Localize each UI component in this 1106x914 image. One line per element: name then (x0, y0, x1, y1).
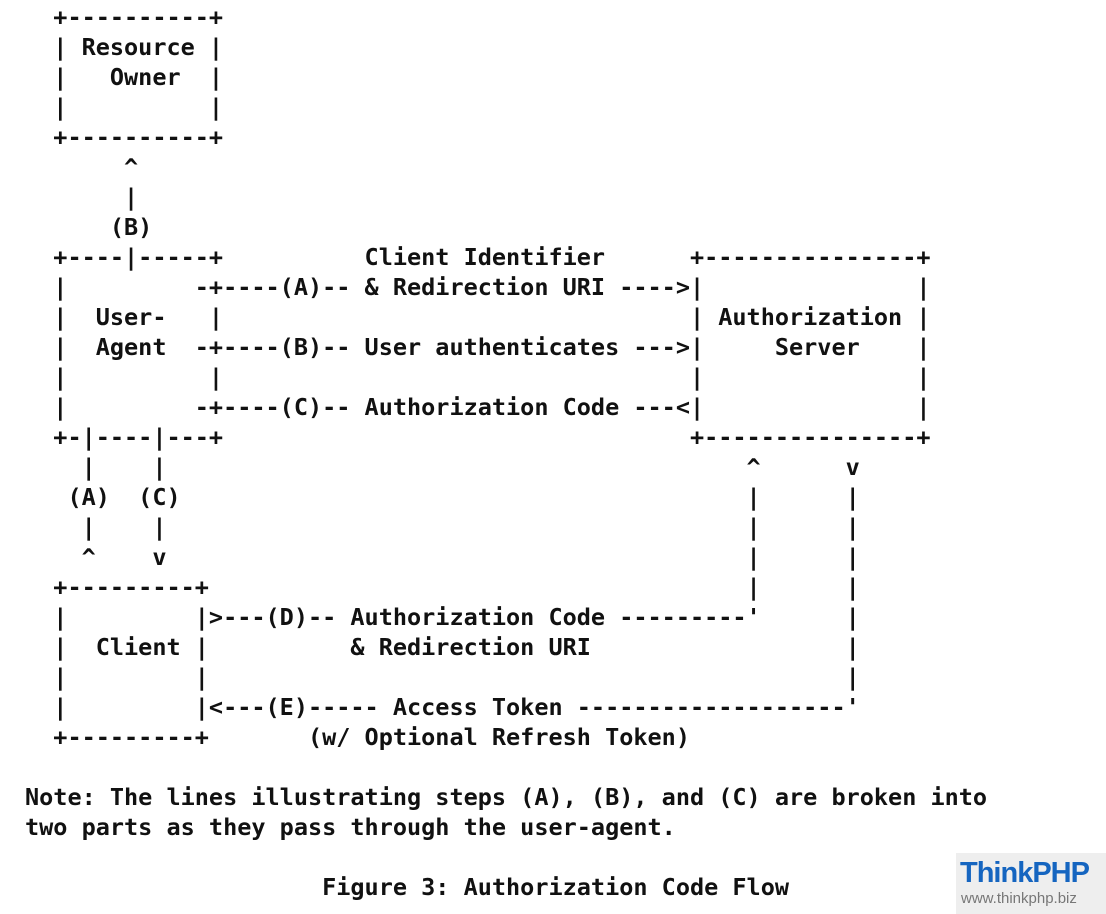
diagram-line: (A) (C) | | (25, 483, 860, 511)
diagram-line: | | | (25, 663, 860, 691)
diagram-line: | -+----(A)-- & Redirection URI ---->| | (25, 273, 931, 301)
diagram-line: +----------+ (25, 3, 224, 31)
diagram-line: | (25, 183, 139, 211)
diagram-line: | | (25, 93, 224, 121)
diagram-line: ^ (25, 153, 139, 181)
watermark-brand-php: PHP (1032, 857, 1090, 889)
diagram-line: | -+----(C)-- Authorization Code ---<| | (25, 393, 931, 421)
diagram-line: | | | | (25, 363, 931, 391)
diagram-line: | |<---(E)----- Access Token -----------… (25, 693, 860, 721)
diagram-line: +---------+ | | (25, 573, 860, 601)
watermark-url: www.thinkphp.biz (961, 890, 1077, 907)
diagram-line: | | | | (25, 513, 860, 541)
diagram-line: ^ v | | (25, 543, 860, 571)
diagram-line: | Agent -+----(B)-- User authenticates -… (25, 333, 931, 361)
diagram-line: | Client | & Redirection URI | (25, 633, 860, 661)
diagram-line: two parts as they pass through the user-… (25, 813, 676, 841)
diagram-line: Note: The lines illustrating steps (A), … (25, 783, 988, 811)
watermark-brand: ThinkPHP (960, 857, 1090, 889)
diagram-line: Figure 3: Authorization Code Flow (25, 873, 790, 901)
diagram-line: | Owner | (25, 63, 224, 91)
diagram-line: | | ^ v (25, 453, 860, 481)
diagram-line: +-|----|---+ +---------------+ (25, 423, 931, 451)
thinkphp-watermark: ThinkPHP www.thinkphp.biz (956, 853, 1106, 914)
diagram-line: (B) (25, 213, 153, 241)
diagram-line: +----------+ (25, 123, 224, 151)
diagram-line: | Resource | (25, 33, 224, 61)
diagram-line: | |>---(D)-- Authorization Code --------… (25, 603, 860, 631)
diagram-line: +---------+ (w/ Optional Refresh Token) (25, 723, 690, 751)
diagram-line: +----|-----+ Client Identifier +--------… (25, 243, 931, 271)
diagram-line: | User- | | Authorization | (25, 303, 931, 331)
watermark-brand-think: Think (960, 857, 1033, 889)
